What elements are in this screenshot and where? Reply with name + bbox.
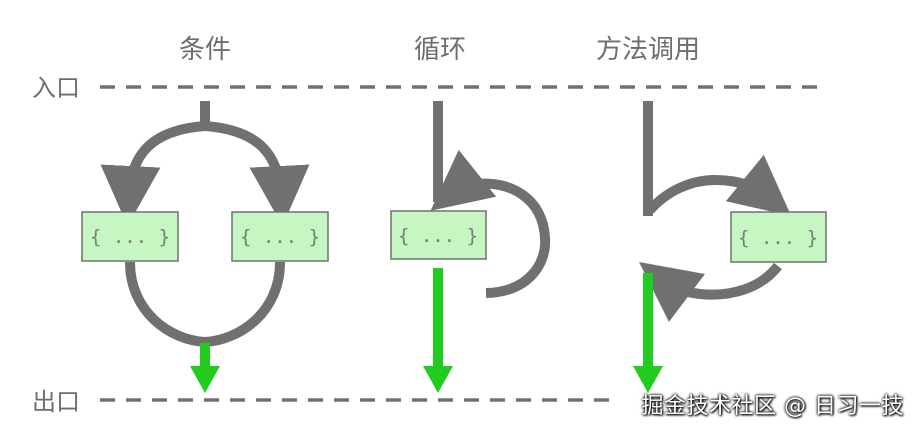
method-call-return-arrow [638,262,782,322]
condition-left-block-label: { ... } [90,226,170,248]
title-method-call: 方法调用 [596,35,700,65]
method-call-invoke-arrow [646,154,792,216]
condition-right-merge [204,261,285,347]
exit-label: 出口 [32,388,80,416]
condition-left-block [81,211,179,262]
condition-left-merge [125,261,206,347]
condition-exit-arrowhead [190,366,220,393]
loop-back-arrow [430,149,551,298]
method-call-exit-arrowhead [633,366,663,393]
condition-right-block-label: { ... } [240,226,320,248]
condition-right-block [231,211,329,262]
loop-block-label: { ... } [398,225,478,247]
loop-flow: { ... } [390,101,551,393]
method-call-flow: { ... } [633,101,827,393]
watermark-text: 掘金技术社区 @ 日习一技 [641,394,904,419]
loop-exit-arrowhead [423,366,453,393]
method-call-block [730,211,827,263]
title-loop: 循环 [414,35,466,65]
loop-block [390,210,487,260]
condition-left-branch-arrow [100,121,206,226]
condition-right-branch-arrow [204,121,310,226]
method-call-block-label: { ... } [738,227,818,249]
condition-flow: { ... } { ... } [81,101,329,393]
title-condition: 条件 [179,35,231,65]
entry-label: 入口 [32,74,80,102]
